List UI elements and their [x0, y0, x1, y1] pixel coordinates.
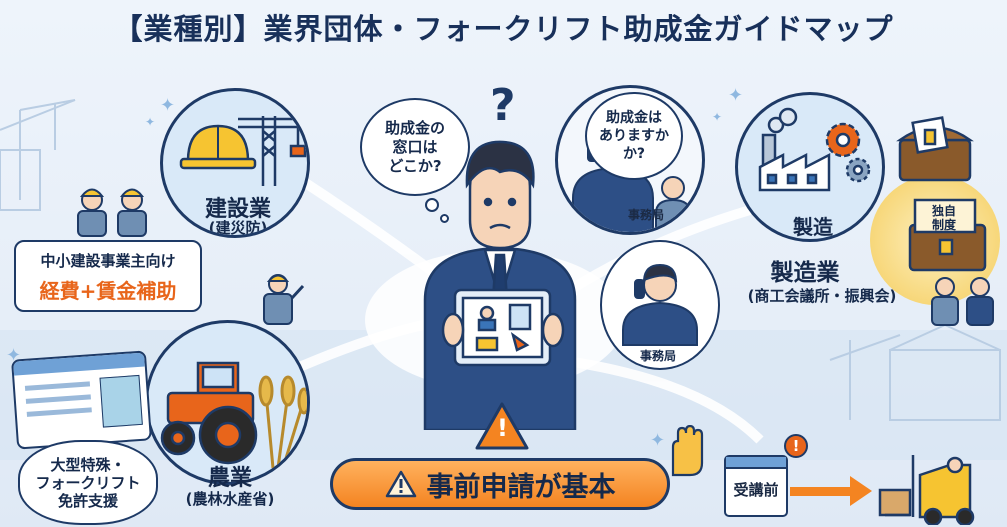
- businessman-icon: [423, 140, 577, 430]
- phone-bubble-line1: 助成金は: [606, 110, 662, 126]
- sparkle-icon: ✦: [650, 430, 666, 451]
- phone-right-office-label: 事務局: [640, 349, 677, 363]
- treasure-chest-icon: [896, 116, 987, 272]
- sparkle-icon: ✦: [160, 95, 176, 116]
- license-card: [11, 350, 152, 450]
- calendar-label: 受講前: [733, 481, 779, 499]
- wheat-icon: [258, 375, 307, 469]
- thought-dot: [425, 198, 439, 212]
- calendar-icon: 受講前: [724, 455, 788, 517]
- calendar-alert-icon: !: [784, 434, 808, 458]
- gear-icon: [825, 122, 871, 183]
- phone-top-office-label: 事務局: [628, 208, 665, 222]
- sparkle-icon: ✦: [728, 85, 744, 106]
- phone-bubble-line3: か?: [622, 146, 646, 162]
- license-text-line1: 大型特殊・: [50, 455, 126, 474]
- license-text-line2: フォークリフト: [35, 473, 141, 492]
- crane-icon: [238, 116, 307, 186]
- construction-circle: 建設業 (建災防): [160, 88, 310, 238]
- page-title: 【業種別】業界団体・フォークリフト助成金ガイドマップ: [113, 12, 894, 46]
- chest-label-line2: 制度: [931, 218, 956, 232]
- agriculture-sublabel: (農林水産省): [185, 490, 275, 508]
- manufacturing-sublabel: (商工会議所・振興会): [747, 287, 897, 305]
- caution-icon: [385, 470, 416, 498]
- sparkle-icon: ✦: [712, 110, 723, 124]
- phone-right-bubble: 事務局: [600, 240, 720, 370]
- sparkle-icon: ✦: [145, 115, 156, 129]
- construction-label: 建設業: [204, 197, 271, 222]
- staff-icon: [931, 277, 994, 326]
- manufacturing-label: 製造業: [770, 260, 840, 286]
- construction-callout: 中小建設事業主向け 経費+賃金補助: [14, 240, 202, 312]
- background-crane-left: [0, 99, 76, 211]
- warning-triangle-icon: [475, 402, 529, 450]
- chest-label-line1: 独自: [931, 204, 956, 218]
- tractor-icon: [160, 361, 258, 465]
- factory-icon: [758, 107, 831, 192]
- factory-scene: [758, 107, 871, 192]
- thought-bubble: 助成金の 窓口は どこか?: [360, 98, 470, 196]
- agriculture-circle: [145, 320, 310, 485]
- phone-bubble-line2: ありますか: [599, 128, 669, 144]
- forklift-icon: [878, 455, 975, 525]
- question-mark-icon: ?: [490, 80, 516, 131]
- workers-icon: [77, 188, 147, 237]
- thought-dot: [440, 214, 449, 223]
- construction-callout-line2: 経費+賃金補助: [39, 279, 177, 303]
- warning-mark: !: [497, 414, 508, 442]
- thought-line1: 助成金の: [384, 118, 445, 137]
- pre-application-banner: 事前申請が基本: [330, 458, 670, 510]
- tractor-scene: [160, 361, 307, 469]
- license-text-line3: 免許支援: [57, 491, 118, 510]
- pre-application-text: 事前申請が基本: [426, 471, 616, 503]
- hard-hat-icon: [179, 124, 257, 170]
- manufacturing-circle-label: 製造: [793, 215, 833, 239]
- license-photo: [99, 374, 143, 428]
- construction-sublabel: (建災防): [208, 219, 268, 237]
- thought-line2: 窓口は: [392, 137, 438, 156]
- construction-scene: [179, 116, 307, 186]
- background-crane-right: [829, 324, 1001, 421]
- license-bubble: 大型特殊・ フォークリフト 免許支援: [18, 440, 158, 525]
- phone-top-bubble: 助成金は ありますか か?: [585, 92, 683, 180]
- manufacturing-circle: 製造: [735, 92, 885, 242]
- agriculture-label: 農業: [207, 466, 252, 491]
- thought-line3: どこか?: [388, 156, 442, 175]
- worker-with-wrench-icon: [263, 274, 305, 325]
- chest-label: 独自 制度: [917, 204, 971, 232]
- office-worker-on-phone-2: [622, 263, 698, 346]
- stop-hand-icon: [671, 425, 704, 477]
- construction-callout-line1: 中小建設事業主向け: [40, 252, 176, 270]
